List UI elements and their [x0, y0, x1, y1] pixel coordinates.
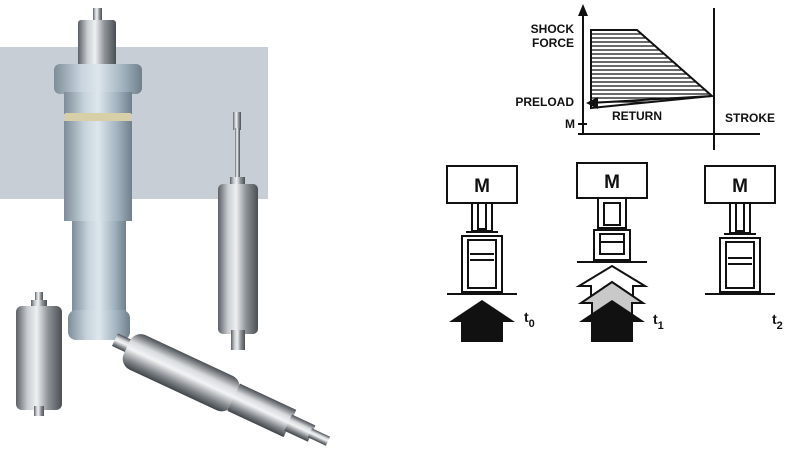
mass-block — [576, 162, 648, 199]
stage-t2: M t2 — [704, 165, 783, 332]
preload-label: PRELOAD — [515, 95, 574, 109]
product-photo — [0, 8, 331, 446]
impact-arrow — [579, 300, 645, 342]
time-label: t2 — [772, 311, 783, 332]
long-steel-absorber — [111, 333, 331, 446]
stage-t1: M t1 — [575, 162, 664, 342]
y-axis-label-line1: SHOCK — [531, 22, 575, 36]
time-label: t1 — [653, 311, 664, 332]
return-label: RETURN — [612, 109, 662, 123]
stroke-label: STROKE — [725, 111, 775, 125]
mass-label: M — [604, 172, 620, 193]
hatch-lines — [591, 33, 709, 103]
force-stroke-graph: SHOCK FORCE PRELOAD M RETURN STROKE — [515, 4, 775, 150]
mass-block — [704, 165, 776, 204]
mass-label: M — [474, 176, 490, 197]
slim-steel-absorber — [218, 112, 258, 350]
return-arrow — [589, 95, 713, 104]
small-steel-absorber — [16, 292, 62, 416]
large-painted-absorber — [54, 8, 142, 340]
absorber-schematic — [719, 202, 761, 293]
mass-axis-label: M — [565, 117, 575, 131]
absorber-schematic — [461, 202, 503, 293]
stage-t0: M t0 — [446, 165, 535, 342]
return-arrowhead — [586, 97, 598, 109]
impact-arrow — [449, 300, 515, 342]
y-axis-arrowhead — [578, 4, 588, 16]
mass-label: M — [732, 176, 748, 197]
time-label: t0 — [524, 309, 535, 330]
y-axis-label-line2: FORCE — [532, 36, 574, 50]
absorber-schematic — [593, 197, 631, 261]
